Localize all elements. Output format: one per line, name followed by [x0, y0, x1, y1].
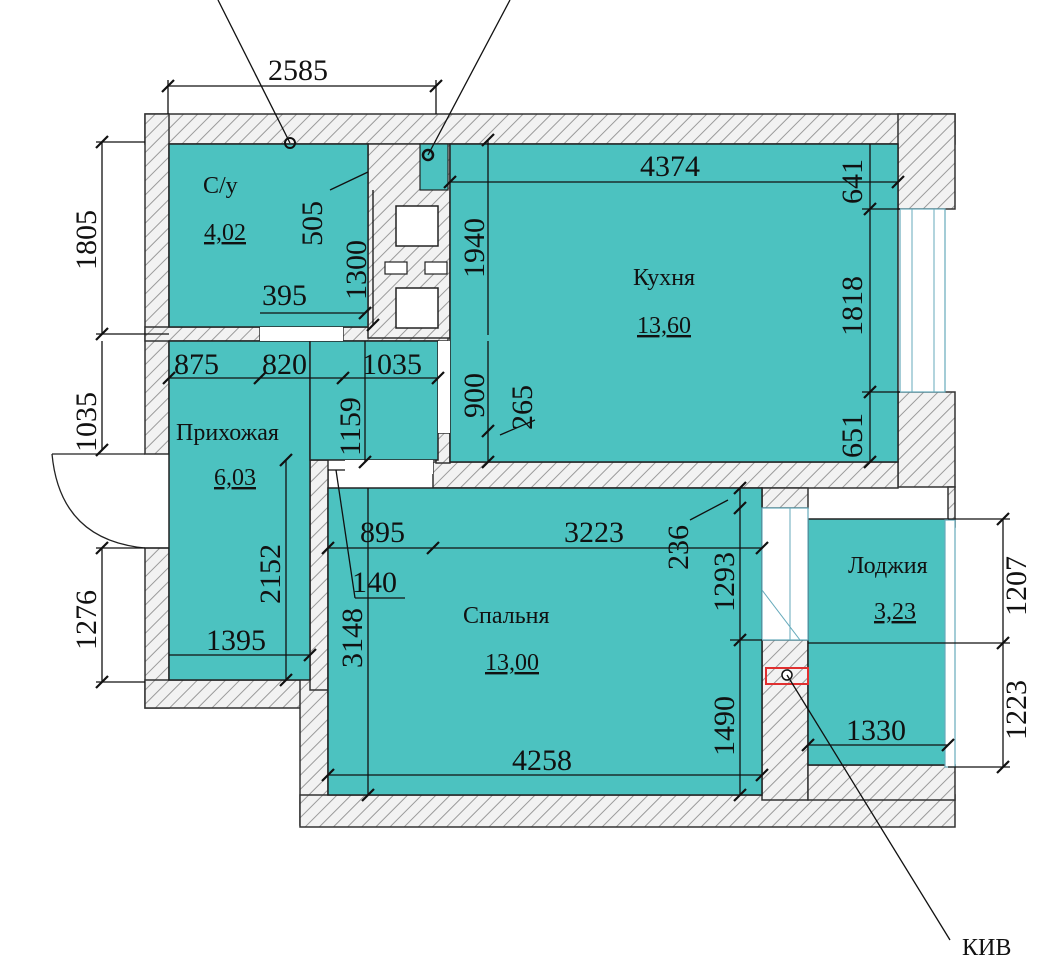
loggia-area: 3,23 — [874, 599, 916, 625]
dim-4258: 4258 — [512, 744, 572, 777]
hall-area: 6,03 — [214, 465, 256, 491]
dim-1805: 1805 — [70, 210, 103, 270]
riser-callout-kiv: КИВ — [962, 935, 1011, 960]
room-loggia — [807, 518, 949, 766]
dim-2585: 2585 — [268, 54, 328, 87]
dim-1293: 1293 — [708, 552, 741, 612]
dim-3223: 3223 — [564, 516, 624, 549]
dim-1223: 1223 — [1000, 680, 1033, 740]
dim-395: 395 — [262, 279, 307, 312]
bathroom-name: С/у — [203, 173, 238, 199]
dim-895: 895 — [360, 516, 405, 549]
dim-1330: 1330 — [846, 714, 906, 747]
walls — [144, 113, 956, 828]
dim-900: 900 — [458, 373, 491, 418]
dim-1276: 1276 — [70, 590, 103, 650]
room-bathroom — [168, 143, 369, 328]
dimension-lines — [95, 79, 1010, 802]
rooms — [168, 143, 949, 796]
hall-name: Прихожая — [176, 420, 279, 446]
kitchen-area: 13,60 — [637, 313, 691, 339]
risers — [217, 0, 951, 941]
dim-820: 820 — [262, 348, 307, 381]
dim-1035-left: 1035 — [70, 392, 103, 452]
dim-140: 140 — [352, 566, 397, 599]
dim-4374: 4374 — [640, 150, 700, 183]
dim-875: 875 — [174, 348, 219, 381]
room-labels: С/у 4,02 Прихожая 6,03 Кухня 13,60 Спаль… — [176, 173, 928, 676]
room-hall-corridor — [309, 340, 439, 461]
dim-1940: 1940 — [458, 218, 491, 278]
dim-1395: 1395 — [206, 624, 266, 657]
loggia-name: Лоджия — [848, 553, 928, 579]
dimension-labels: 2585 1805 505 1300 395 1940 4374 641 181… — [70, 54, 1033, 777]
dim-1159: 1159 — [334, 397, 367, 456]
dim-236: 236 — [662, 525, 695, 570]
door-openings — [260, 327, 450, 474]
dim-2152: 2152 — [254, 544, 287, 604]
bedroom-name: Спальня — [463, 603, 550, 629]
dim-1300: 1300 — [340, 240, 373, 300]
dim-651: 651 — [836, 413, 869, 458]
dim-265: 265 — [506, 385, 539, 430]
bedroom-area: 13,00 — [485, 650, 539, 676]
dim-505: 505 — [296, 201, 329, 246]
dim-641: 641 — [836, 159, 869, 204]
bathroom-area: 4,02 — [204, 220, 246, 246]
dim-1207: 1207 — [1000, 556, 1033, 616]
dim-1818: 1818 — [836, 276, 869, 336]
kitchen-name: Кухня — [633, 265, 695, 291]
entrance-door — [51, 453, 169, 549]
dim-3148: 3148 — [336, 608, 369, 668]
dim-1035-mid: 1035 — [362, 348, 422, 381]
room-bedroom — [327, 487, 763, 796]
ventilation-shaft — [384, 143, 449, 329]
dim-1490: 1490 — [708, 696, 741, 756]
